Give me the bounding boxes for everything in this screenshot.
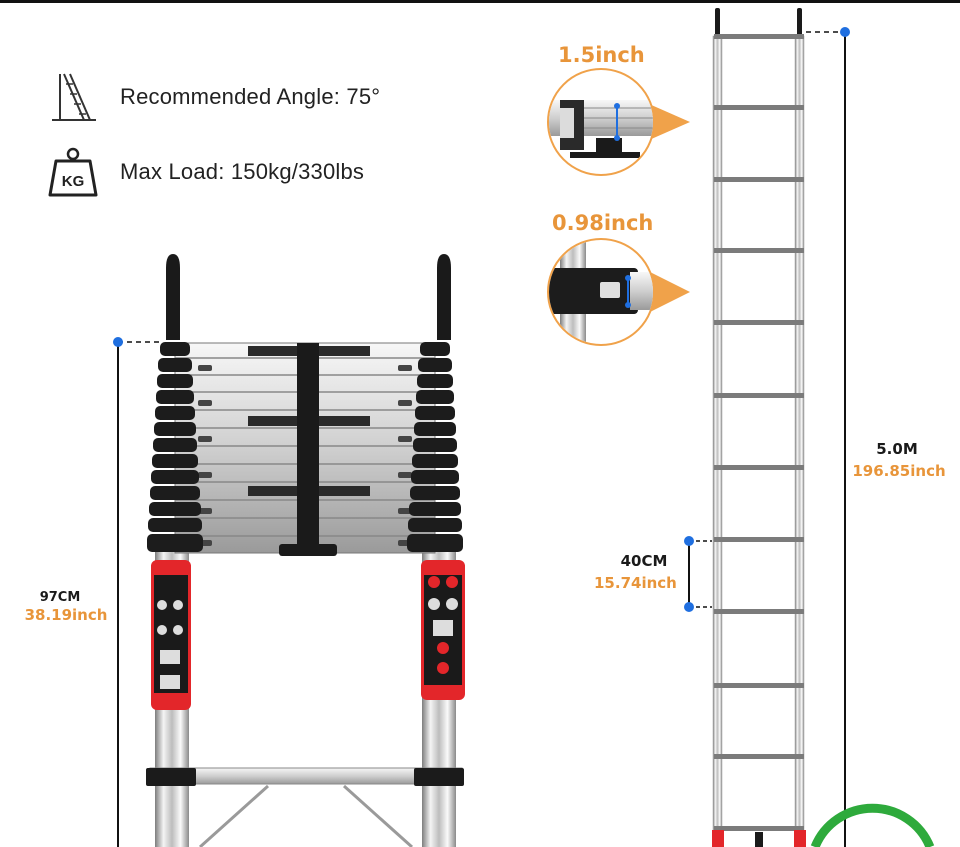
collapsed-height-inch: 38.19inch <box>24 606 108 624</box>
tube-thickness-label: 0.98inch <box>552 211 654 235</box>
load-spec-text: Max Load: 150kg/330lbs <box>120 159 365 184</box>
extended-right-rail <box>794 35 805 847</box>
extended-ladder <box>712 8 806 847</box>
rung-height-label: 1.5inch <box>558 43 645 67</box>
right-top-hook <box>437 254 451 340</box>
spec-load-row: KG Max Load: 150kg/330lbs <box>46 142 364 202</box>
tube-thickness-callout <box>547 238 690 346</box>
left-top-hook <box>166 254 180 340</box>
ladder-angle-icon <box>46 70 100 124</box>
right-collar-stack <box>407 342 463 552</box>
collapsed-ladder <box>146 254 465 847</box>
rung-gap-dimension <box>684 536 712 612</box>
extended-height-m: 5.0M <box>876 440 918 458</box>
kg-weight-icon: KG <box>46 145 100 199</box>
rung-height-callout <box>547 68 690 176</box>
kg-icon-label: KG <box>62 173 85 190</box>
extended-height-dimension <box>806 27 850 847</box>
left-collar-stack <box>147 342 203 552</box>
green-badge <box>810 803 935 847</box>
collapsed-height-cm: 97CM <box>39 590 81 605</box>
rung-gap-cm: 40CM <box>620 552 668 570</box>
top-border <box>0 0 960 3</box>
spec-angle-row: Recommended Angle: 75° <box>46 67 380 127</box>
collapsed-height-dimension <box>113 337 160 847</box>
extended-height-inch: 196.85inch <box>852 462 946 480</box>
extended-left-rail <box>712 35 723 847</box>
collapsed-rung-stack <box>174 342 436 556</box>
right-warning-label <box>421 560 465 700</box>
left-warning-label <box>151 560 191 710</box>
angle-spec-text: Recommended Angle: 75° <box>120 84 381 109</box>
rung-gap-inch: 15.74inch <box>594 574 677 592</box>
extended-rungs <box>714 34 804 831</box>
